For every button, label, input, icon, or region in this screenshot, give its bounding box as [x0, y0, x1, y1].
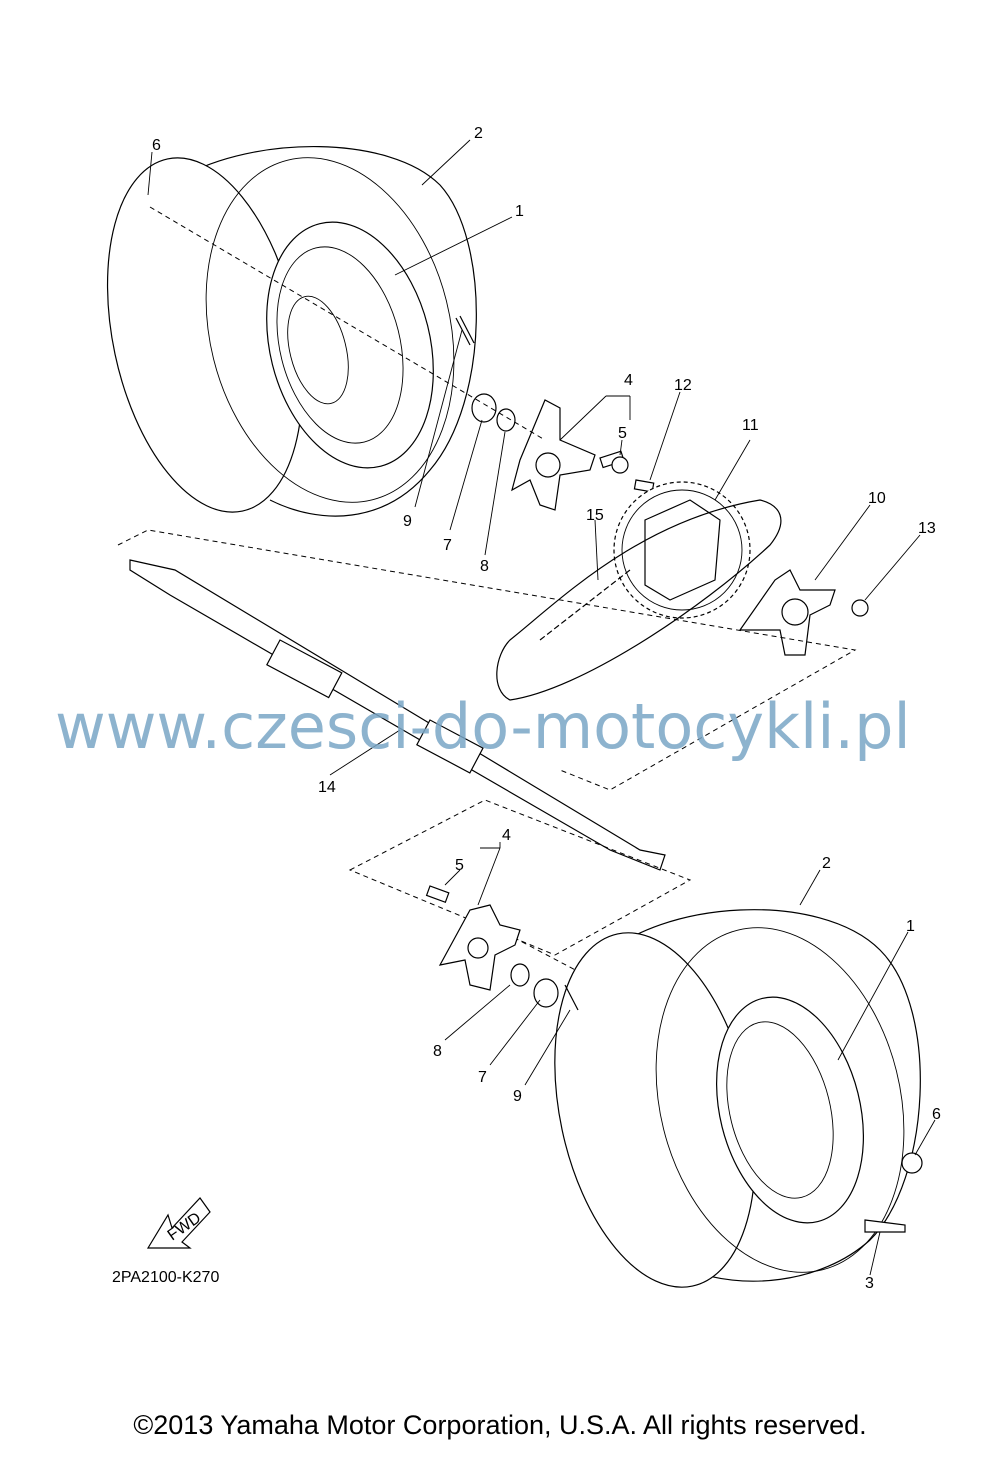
callout-6: 6 [152, 137, 161, 154]
callout-7-lower: 7 [478, 1069, 487, 1086]
callout-10: 10 [868, 490, 886, 507]
callout-2: 2 [474, 125, 483, 142]
callout-8: 8 [480, 558, 489, 575]
callout-9: 9 [403, 513, 412, 530]
callouts: 6 2 1 4 5 12 11 9 7 8 15 10 13 14 4 5 2 … [152, 125, 941, 1292]
callout-9-lower: 9 [513, 1088, 522, 1105]
callout-2-lower: 2 [822, 855, 831, 872]
lower-tire [554, 909, 921, 1288]
callout-6-lower: 6 [932, 1106, 941, 1123]
axle [129, 559, 666, 871]
sprocket [613, 481, 751, 619]
diagram-code: 2PA2100-K270 [112, 1269, 219, 1286]
callout-7: 7 [443, 537, 452, 554]
lower-frame [348, 799, 692, 956]
upper-tire [106, 146, 477, 517]
callout-13: 13 [918, 520, 936, 537]
watermark: www.czesci-do-motocykli.pl [55, 690, 911, 763]
callout-4-lower: 4 [502, 827, 511, 844]
upper-hub-parts [455, 315, 655, 511]
callout-8-lower: 8 [433, 1043, 442, 1060]
callout-1-lower: 1 [906, 918, 915, 935]
leader-lines [147, 139, 936, 1276]
callout-15: 15 [586, 507, 604, 524]
lower-hub-parts [425, 885, 923, 1233]
right-hub [738, 569, 869, 656]
upper-frame [117, 529, 857, 791]
callout-12: 12 [674, 377, 692, 394]
callout-1: 1 [515, 203, 524, 220]
callout-14: 14 [318, 779, 336, 796]
chain [496, 499, 782, 701]
callout-11: 11 [742, 417, 759, 434]
callout-4: 4 [624, 372, 633, 389]
fwd-arrow: FWD [146, 1197, 211, 1249]
callout-5: 5 [618, 425, 627, 442]
copyright-notice: ©2013 Yamaha Motor Corporation, U.S.A. A… [133, 1410, 867, 1440]
callout-5-lower: 5 [455, 857, 464, 874]
callout-3: 3 [865, 1275, 874, 1292]
